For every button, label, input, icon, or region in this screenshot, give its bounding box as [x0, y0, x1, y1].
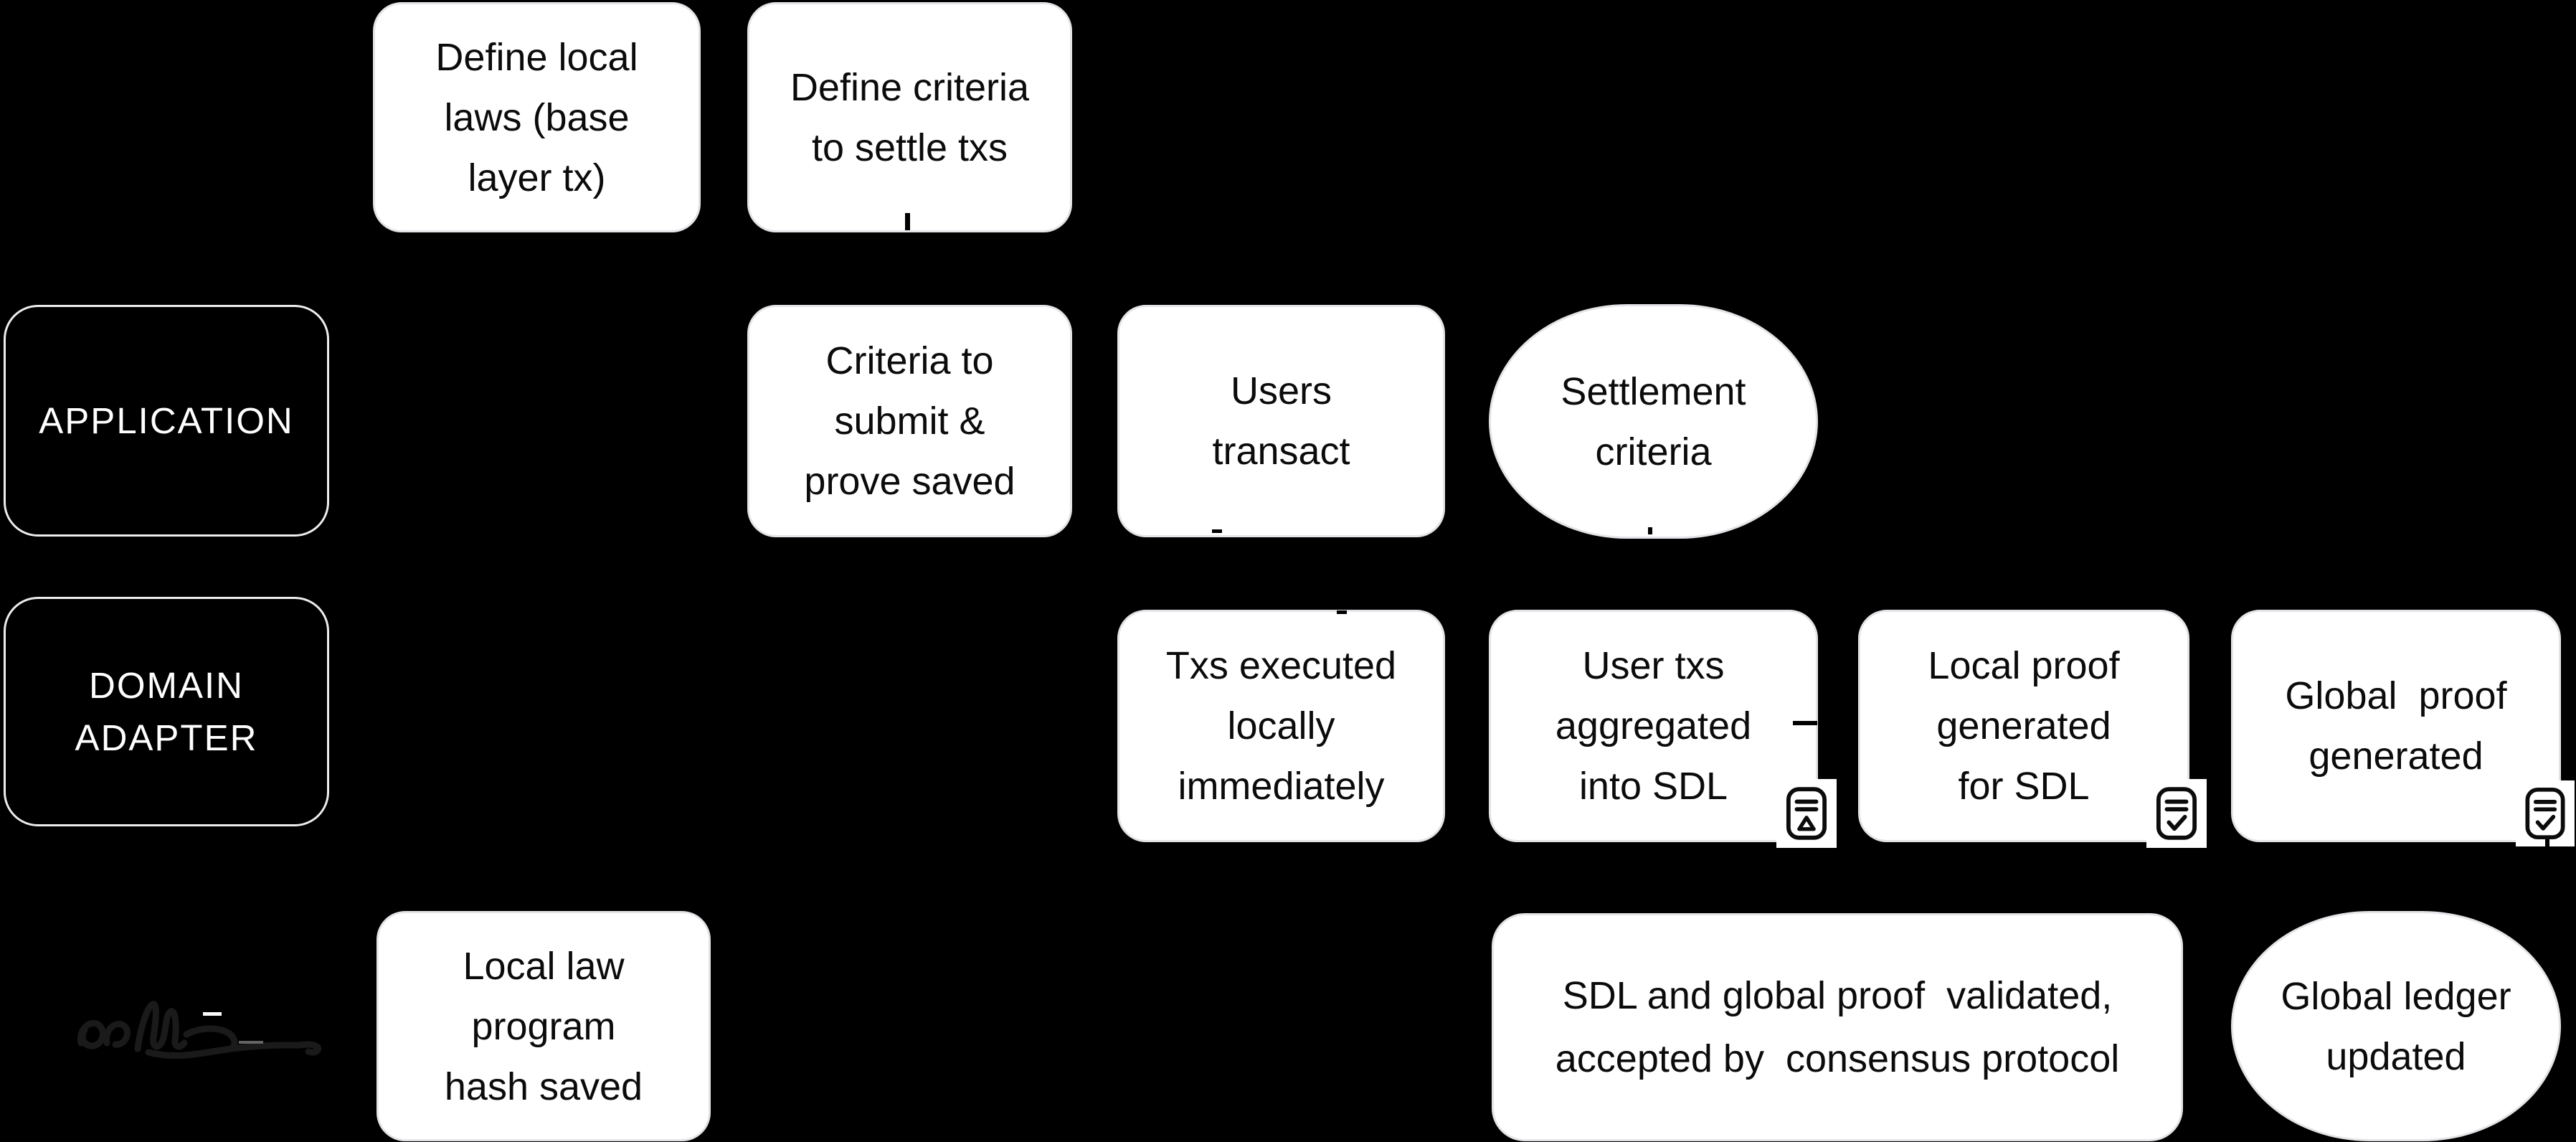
node-text-line: Local proof	[1928, 644, 2120, 687]
node-text-line: DOMAIN	[89, 665, 244, 706]
lane-label-domain-adapter: DOMAIN ADAPTER	[4, 597, 329, 826]
node-text-line: layer tx)	[468, 156, 606, 199]
node-text-line: Txs executed	[1165, 644, 1397, 687]
node-text-line: Users	[1230, 369, 1332, 412]
node-sdl-validated: SDL and global proof validated, accepted …	[1492, 913, 2183, 1141]
node-text-line: generated	[2309, 735, 2483, 778]
node-text-line: aggregated	[1555, 704, 1752, 747]
scribble-highlight	[203, 1012, 222, 1016]
handwritten-scribble	[77, 1001, 322, 1059]
node-global-ledger-updated: Global ledger updated	[2231, 911, 2561, 1141]
node-text-line: into SDL	[1578, 765, 1728, 808]
node-users-transact: Users transact	[1117, 305, 1445, 537]
node-text-line: SDL and global proof validated,	[1562, 974, 2113, 1017]
arrow-stub	[1793, 721, 1817, 725]
node-text-line: Define local	[435, 35, 638, 79]
node-local-proof-generated: Local proof generated for SDL	[1858, 610, 2189, 842]
node-text-line: hash saved	[444, 1065, 643, 1108]
node-user-txs-aggregated: User txs aggregated into SDL	[1489, 610, 1818, 842]
arrow-stub	[2545, 839, 2549, 848]
node-define-settle-criteria: Define criteria to settle txs	[747, 2, 1072, 232]
node-text-line: updated	[2326, 1034, 2466, 1078]
node-text-line: ADAPTER	[75, 717, 258, 758]
node-text-line: generated	[1936, 704, 2111, 747]
arrow-stub	[905, 213, 910, 230]
node-text-line: program	[471, 1004, 616, 1048]
lane-label-application: APPLICATION	[4, 305, 329, 537]
arrow-stub	[1648, 527, 1652, 534]
node-text-line: immediately	[1178, 765, 1385, 808]
node-text-line: Define criteria	[790, 65, 1030, 109]
node-define-local-laws: Define local laws (base layer tx)	[373, 2, 701, 232]
node-txs-executed-locally: Txs executed locally immediately	[1117, 610, 1445, 842]
node-text-line: transact	[1212, 430, 1350, 473]
node-global-proof-generated: Global proof generated	[2231, 610, 2561, 842]
node-text-line: locally	[1227, 704, 1335, 747]
node-text-line: User txs	[1582, 644, 1725, 687]
doc-check-icon	[2516, 780, 2575, 846]
node-text-line: Global ledger	[2281, 974, 2511, 1018]
node-text-line: Global proof	[2285, 674, 2507, 717]
node-text-line: to settle txs	[811, 126, 1008, 169]
scribble-gray-dash	[239, 1041, 263, 1044]
node-text-line: Local law	[463, 944, 625, 988]
arrow-stub	[1212, 529, 1222, 533]
node-text-line: for SDL	[1958, 765, 2090, 808]
node-criteria-submit-prove: Criteria to submit & prove saved	[747, 305, 1072, 537]
node-text-line: criteria	[1595, 430, 1712, 473]
node-text-line: submit &	[834, 400, 985, 443]
arrow-stub	[1337, 610, 1347, 614]
node-text-line: APPLICATION	[39, 400, 294, 441]
node-text-line: Criteria to	[825, 339, 994, 382]
node-text-line: Settlement	[1561, 369, 1746, 413]
node-settlement-criteria: Settlement criteria	[1489, 304, 1818, 539]
doc-delta-icon	[1776, 779, 1837, 848]
node-text-line: accepted by consensus protocol	[1555, 1037, 2120, 1080]
node-text-line: prove saved	[804, 460, 1015, 503]
doc-check-icon	[2146, 779, 2207, 848]
node-text-line: laws (base	[444, 95, 630, 139]
node-local-law-hash-saved: Local law program hash saved	[377, 911, 711, 1141]
